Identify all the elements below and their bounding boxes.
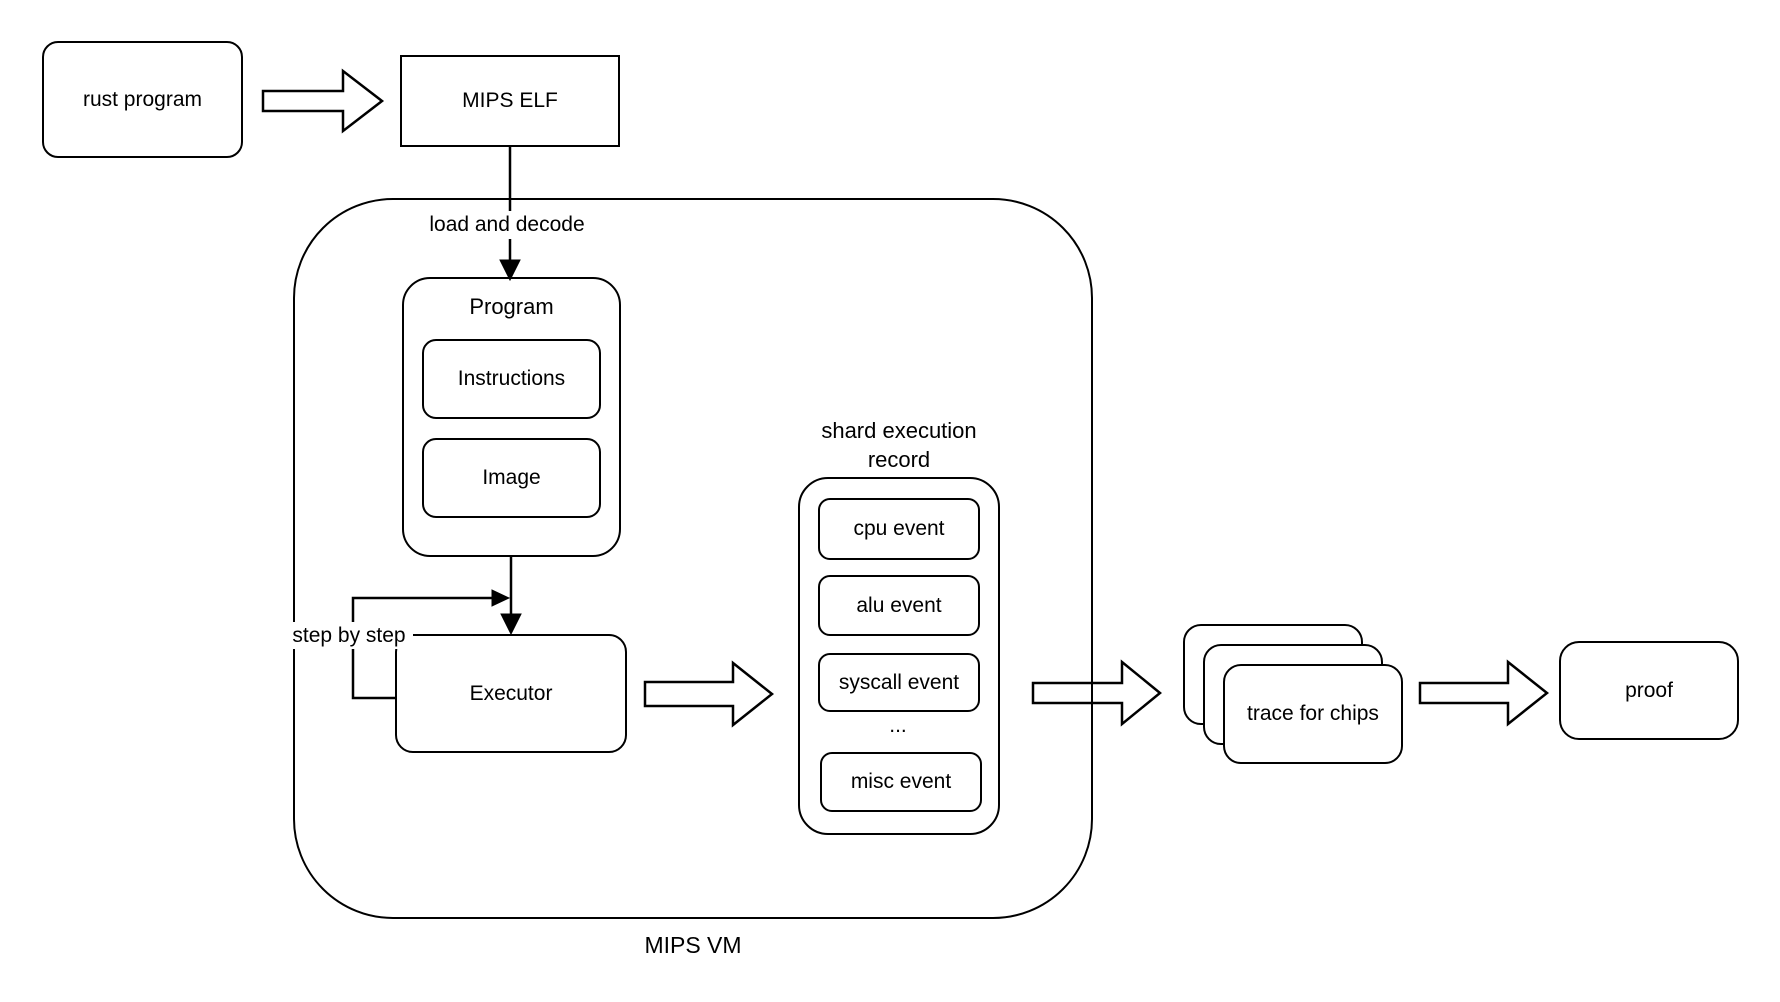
- syscall-event-label: syscall event: [838, 670, 960, 694]
- container-shard-record: [798, 477, 1000, 835]
- trace-stack-card-front: trace for chips: [1223, 664, 1403, 764]
- container-program: [402, 277, 621, 557]
- node-cpu-event: cpu event: [818, 498, 980, 560]
- shard-record-title: shard execution record: [778, 416, 1020, 474]
- loop-step-by-step-arrowhead: [491, 589, 511, 607]
- edge-label-load-and-decode: load and decode: [412, 211, 602, 239]
- node-proof: proof: [1559, 641, 1739, 740]
- block-arrow-executor-to-record: [643, 660, 775, 728]
- node-misc-event: misc event: [820, 752, 982, 812]
- trace-stack-label: trace for chips: [1247, 702, 1379, 726]
- edge-program-to-executor-arrowhead: [500, 613, 522, 636]
- program-title: Program: [469, 294, 554, 319]
- node-executor: Executor: [395, 634, 627, 753]
- rust-program-label: rust program: [82, 87, 203, 111]
- edge-elf-to-program-arrowhead: [499, 259, 521, 282]
- block-arrow-traces-to-proof: [1418, 659, 1550, 727]
- node-syscall-event: syscall event: [818, 653, 980, 712]
- shard-record-title-line1: shard execution: [821, 418, 977, 443]
- node-image: Image: [422, 438, 601, 518]
- container-mips-vm: [293, 198, 1093, 919]
- node-alu-event: alu event: [818, 575, 980, 636]
- block-arrow-rust-to-elf: [261, 68, 385, 134]
- misc-event-label: misc event: [850, 770, 952, 794]
- proof-label: proof: [1625, 678, 1673, 702]
- shard-record-title-line2: record: [867, 447, 931, 472]
- node-mips-elf: MIPS ELF: [400, 55, 620, 147]
- instructions-label: Instructions: [457, 367, 566, 391]
- cpu-event-label: cpu event: [853, 517, 945, 541]
- alu-event-label: alu event: [856, 593, 942, 617]
- edge-label-step-by-step: step by step: [285, 622, 413, 649]
- executor-label: Executor: [469, 681, 553, 705]
- block-arrow-record-to-traces: [1031, 659, 1162, 727]
- node-instructions: Instructions: [422, 339, 601, 419]
- shard-record-ellipsis: ...: [889, 714, 907, 737]
- mips-elf-label: MIPS ELF: [462, 89, 558, 113]
- mips-vm-label: MIPS VM: [644, 931, 742, 958]
- image-label: Image: [482, 466, 541, 490]
- node-rust-program: rust program: [42, 41, 243, 158]
